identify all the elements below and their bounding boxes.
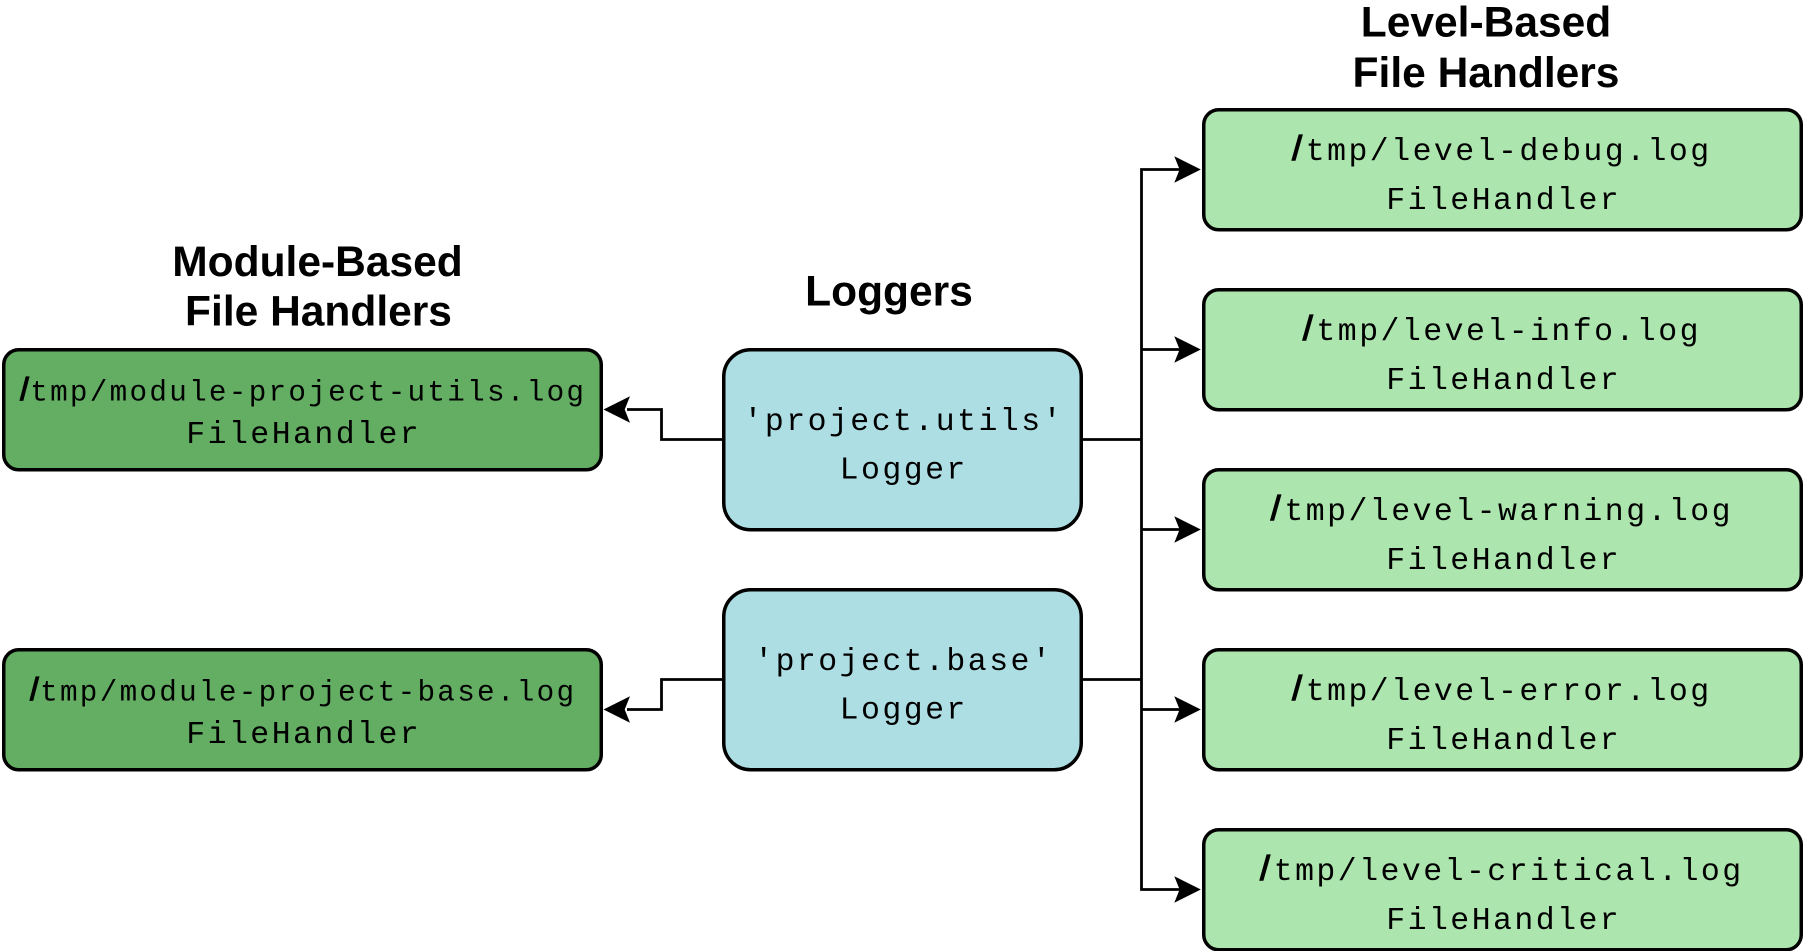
svg-text:FileHandler: FileHandler [1386,364,1619,399]
svg-text:FileHandler: FileHandler [1386,904,1619,939]
svg-text:Loggers: Loggers [805,269,973,316]
svg-text:tmp/level-error.log: tmp/level-error.log [1306,675,1709,710]
svg-text:File Handlers: File Handlers [1353,50,1620,97]
svg-text:tmp/level-debug.log: tmp/level-debug.log [1306,135,1709,170]
svg-text:FileHandler: FileHandler [186,718,419,753]
svg-text:FileHandler: FileHandler [1386,184,1619,219]
svg-text:tmp/level-warning.log: tmp/level-warning.log [1284,495,1730,530]
svg-text:Level-Based: Level-Based [1361,0,1611,47]
svg-text:Module-Based: Module-Based [172,239,462,286]
svg-text:FileHandler: FileHandler [186,418,419,453]
svg-text:File Handlers: File Handlers [185,289,452,336]
svg-text:FileHandler: FileHandler [1386,724,1619,759]
svg-text:FileHandler: FileHandler [1386,544,1619,579]
svg-text:'project.utils': 'project.utils' [744,405,1062,440]
svg-text:tmp/module-project-base.log: tmp/module-project-base.log [40,677,574,710]
